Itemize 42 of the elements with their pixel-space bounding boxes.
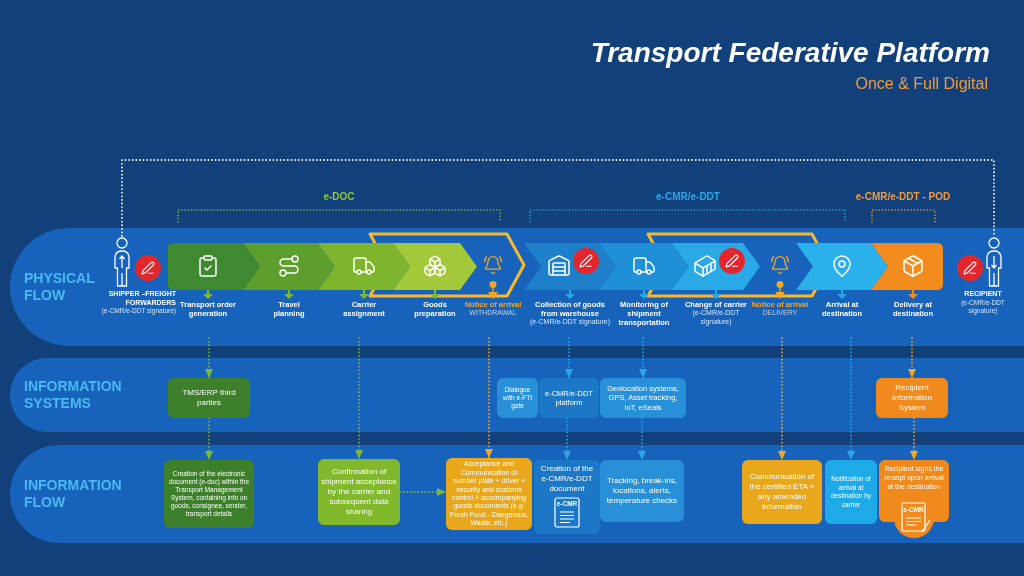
bracket-label: e-CMR/e-DDT - POD [855, 191, 951, 203]
subtitle: Once & Full Digital [855, 74, 988, 94]
box-text: Creation of the e-CMR/e-DDT document [539, 464, 595, 494]
dotted-arrow [355, 337, 363, 460]
dotted-arrow [205, 417, 213, 461]
lane-label: INFORMATION SYSTEMS [24, 378, 122, 412]
dotted-arrow [399, 488, 447, 496]
box-text: Recipient Information System [891, 383, 933, 413]
info-card [742, 460, 822, 524]
bracket-label: e-DOC [323, 191, 355, 203]
system-box [539, 378, 599, 418]
system-box [168, 378, 250, 418]
info-card [825, 460, 877, 524]
swimlane-band [10, 445, 1024, 543]
swimlane-band [10, 228, 1024, 346]
info-card [318, 459, 400, 525]
box-text: TMS/ERP third parties [181, 388, 237, 408]
system-box [497, 378, 538, 418]
dotted-arrow [485, 337, 493, 459]
dotted-arrow [638, 417, 646, 461]
dotted-arrow [778, 337, 786, 461]
swimlane-band [10, 358, 1024, 432]
dotted-arrow [639, 337, 647, 379]
lane-label: INFORMATION FLOW [24, 477, 122, 511]
info-card [164, 460, 254, 528]
dotted-arrow [908, 337, 916, 379]
bracket-label: e-CMR/e-DDT [656, 191, 720, 203]
dotted-connector [121, 159, 995, 237]
dotted-arrow [847, 337, 855, 461]
dotted-arrow [910, 417, 918, 461]
dotted-arrow [563, 417, 571, 461]
box-text: Confirmation of shipment acceptance by the carrier and subsequent data sharing [321, 467, 397, 517]
info-card [534, 460, 600, 534]
box-text: Communication of the certified ETA + any amended information [748, 472, 816, 512]
system-box [876, 378, 948, 418]
dotted-arrow [205, 337, 213, 379]
dotted-arrow [565, 337, 573, 379]
box-text: Tracking, break-ins, locations, alerts, temperature checks [605, 476, 679, 506]
lane-label: PHYSICAL FLOW [24, 270, 95, 304]
info-card [600, 460, 684, 522]
system-box [600, 378, 686, 418]
title: Transport Federative Platform [590, 36, 990, 70]
